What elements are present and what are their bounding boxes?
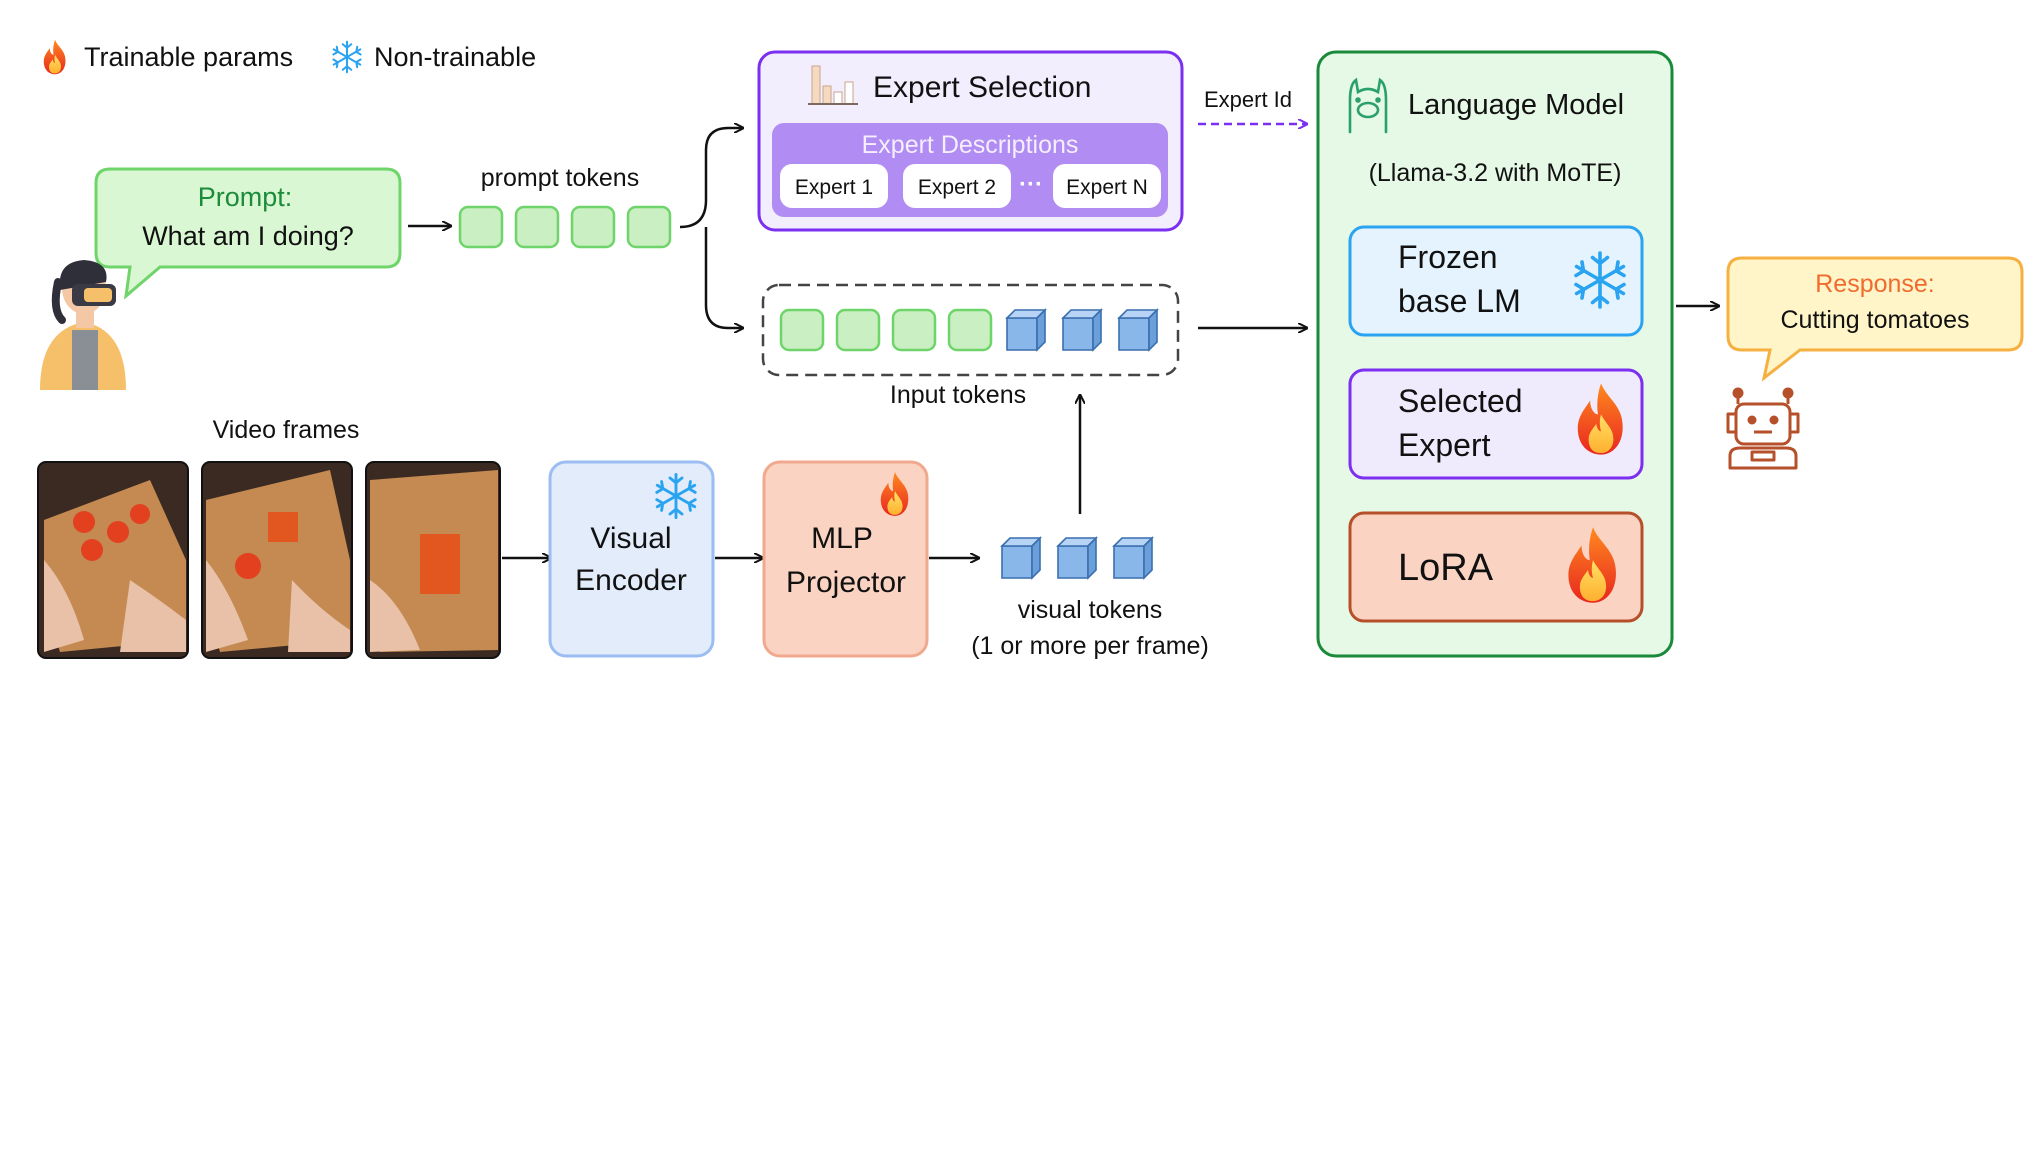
- expert-2-chip: [903, 164, 1011, 208]
- prompt-tokens: [458, 205, 672, 249]
- lora-label: LoRA: [1398, 547, 1494, 589]
- expert-selection-title: Expert Selection: [873, 71, 1091, 104]
- expert-ellipsis: ···: [1019, 171, 1043, 198]
- expert-selection-box: Expert Selection Expert Descriptions Exp…: [757, 50, 1184, 232]
- input-prompt-token: [835, 308, 881, 352]
- legend: Trainable params Non-trainable: [43, 39, 536, 75]
- prompt-text: What am I doing?: [142, 221, 354, 251]
- expert-1-label: Expert 1: [795, 176, 873, 199]
- prompt-token: [626, 205, 672, 249]
- expert-2-label: Expert 2: [918, 176, 996, 199]
- selected-expert-block: [1348, 368, 1644, 480]
- robot-icon: [1726, 387, 1800, 470]
- legend-non-trainable-label: Non-trainable: [374, 42, 536, 72]
- response-bubble: Response: Cutting tomatoes: [1726, 256, 2024, 382]
- visual-tokens-label: visual tokens: [1018, 596, 1163, 624]
- prompt-token: [458, 205, 504, 249]
- video-frame-1: [37, 461, 189, 659]
- expert-1-chip: [780, 164, 888, 208]
- visual-tokens: [1001, 537, 1153, 579]
- visual-encoder-box: Visual Encoder: [548, 460, 715, 658]
- snowflake-icon: [332, 40, 362, 74]
- fire-icon: [43, 39, 66, 75]
- input-visual-token: [1062, 309, 1102, 351]
- expert-descriptions-title: Expert Descriptions: [862, 131, 1079, 159]
- visual-token: [1057, 537, 1097, 579]
- input-prompt-token: [891, 308, 937, 352]
- video-frame-2: [201, 461, 353, 659]
- input-prompt-token: [779, 308, 825, 352]
- language-model-title: Language Model: [1408, 89, 1624, 121]
- prompt-bubble: Prompt: What am I doing?: [94, 167, 402, 300]
- mlp-projector-line2: Projector: [786, 566, 906, 599]
- input-tokens-box: [761, 283, 1180, 377]
- language-model-box: Language Model (Llama-3.2 with MoTE) Fro…: [1316, 50, 1674, 658]
- visual-tokens-note: (1 or more per frame): [971, 632, 1209, 660]
- video-frames-label: Video frames: [213, 416, 360, 444]
- mlp-projector-box: MLP Projector: [762, 460, 929, 658]
- response-title: Response:: [1815, 270, 1935, 298]
- prompt-tokens-label: prompt tokens: [481, 164, 639, 192]
- mlp-projector-line1: MLP: [811, 522, 873, 555]
- frozen-base-lm-block: [1348, 225, 1644, 337]
- expert-n-label: Expert N: [1066, 176, 1148, 199]
- visual-token: [1113, 537, 1153, 579]
- visual-encoder-line2: Encoder: [575, 564, 687, 597]
- video-frame-3: [365, 461, 501, 659]
- input-tokens-label: Input tokens: [890, 381, 1026, 409]
- prompt-token: [514, 205, 560, 249]
- expert-n-chip: [1053, 164, 1161, 208]
- frozen-line2: base LM: [1398, 283, 1521, 319]
- split-brace: [679, 128, 742, 328]
- language-model-subtitle: (Llama-3.2 with MoTE): [1369, 159, 1622, 187]
- llama-icon: [1348, 77, 1388, 134]
- expert-id-label: Expert Id: [1204, 87, 1292, 112]
- input-visual-token: [1006, 309, 1046, 351]
- visual-encoder-line1: Visual: [590, 522, 671, 555]
- selected-line1: Selected: [1398, 383, 1523, 419]
- response-text: Cutting tomatoes: [1781, 306, 1970, 334]
- lora-block: [1348, 511, 1644, 623]
- frozen-line1: Frozen: [1398, 239, 1498, 275]
- selected-line2: Expert: [1398, 427, 1491, 463]
- input-visual-token: [1118, 309, 1158, 351]
- user-avatar: [40, 260, 126, 390]
- bar-chart-icon: [808, 65, 858, 105]
- visual-token: [1001, 537, 1041, 579]
- prompt-token: [570, 205, 616, 249]
- prompt-title: Prompt:: [198, 182, 293, 212]
- input-prompt-token: [947, 308, 993, 352]
- legend-trainable-label: Trainable params: [84, 42, 293, 72]
